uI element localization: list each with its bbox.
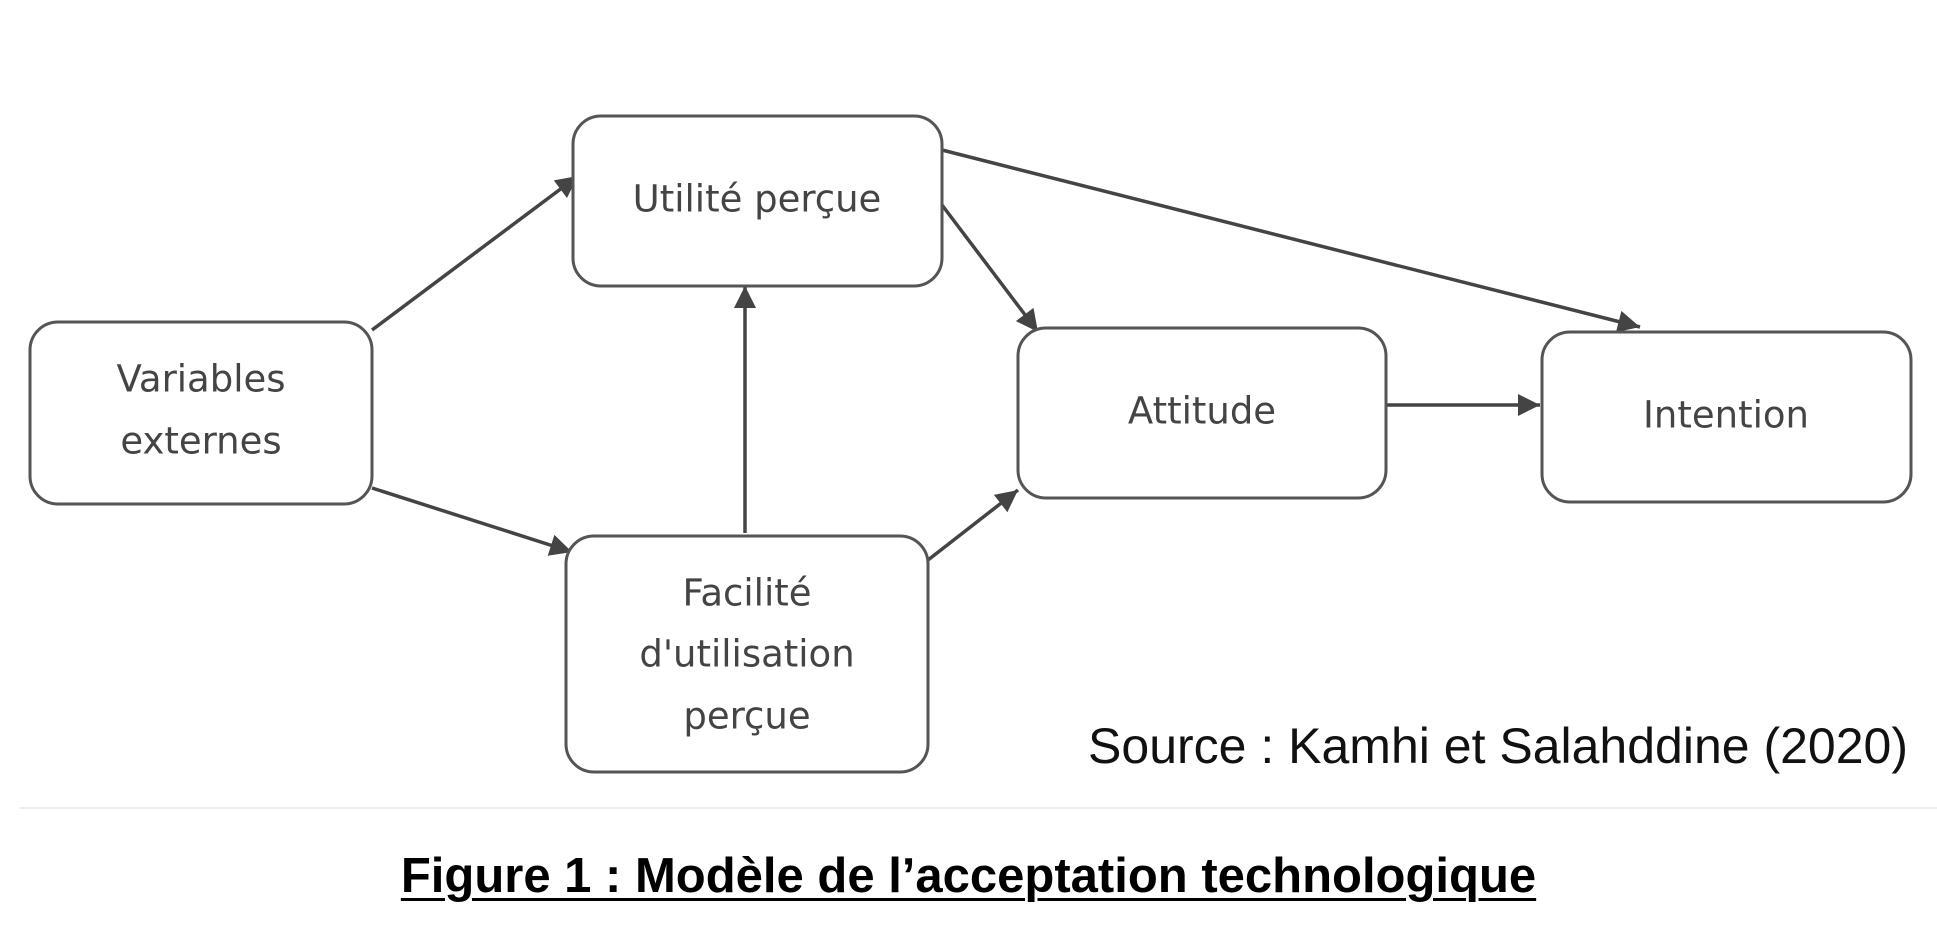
arrow-utilite-to-attitude — [940, 203, 1040, 334]
node-variables-externes-line1: Variables — [116, 358, 285, 401]
node-utilite-percue-label: Utilité perçue — [633, 178, 882, 221]
node-attitude-label: Attitude — [1128, 390, 1276, 433]
node-facilite-line2: d'utilisation — [639, 633, 854, 676]
arrow-facilite-to-attitude — [926, 488, 1020, 562]
node-attitude: Attitude — [1016, 326, 1388, 500]
node-variables-externes-line2: externes — [120, 420, 281, 463]
node-intention: Intention — [1540, 330, 1913, 504]
node-variables-externes: Variables externes — [28, 320, 374, 506]
node-utilite-percue: Utilité perçue — [571, 114, 944, 288]
node-facilite-line3: perçue — [683, 695, 810, 738]
node-intention-label: Intention — [1643, 394, 1809, 437]
arrow-variables-to-facilite — [371, 486, 573, 556]
arrow-utilite-to-intention — [941, 148, 1641, 333]
arrow-variables-to-utilite — [370, 174, 580, 332]
node-facilite-utilisation: Facilité d'utilisation perçue — [564, 534, 930, 774]
figure-caption: Figure 1 : Modèle de l’acceptation techn… — [400, 849, 1537, 903]
node-facilite-line1: Facilité — [682, 572, 811, 615]
source-text: Source : Kamhi et Salahddine (2020) — [1088, 718, 1908, 774]
